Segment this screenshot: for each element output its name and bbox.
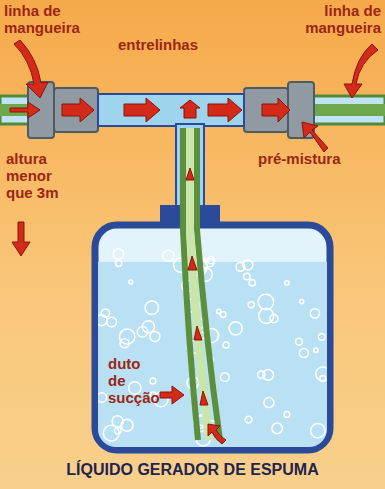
label: linha de mangueira bbox=[4, 2, 100, 36]
suction-tube-inner bbox=[190, 128, 209, 440]
tank bbox=[95, 225, 330, 450]
label: entrelinhas bbox=[118, 36, 228, 53]
label: linha de mangueira bbox=[283, 2, 381, 36]
label: pré-mistura bbox=[258, 150, 368, 167]
bubbles bbox=[98, 249, 327, 446]
caption: LÍQUIDO GERADOR DE ESPUMA bbox=[0, 461, 385, 479]
inductor-body bbox=[98, 94, 244, 126]
coupling bbox=[28, 82, 314, 138]
label: duto de sucção bbox=[108, 355, 160, 406]
hose-right bbox=[312, 104, 385, 116]
foam-liquid bbox=[98, 262, 327, 447]
label: altura menor que 3m bbox=[6, 150, 76, 201]
flow-arrow bbox=[10, 40, 378, 444]
